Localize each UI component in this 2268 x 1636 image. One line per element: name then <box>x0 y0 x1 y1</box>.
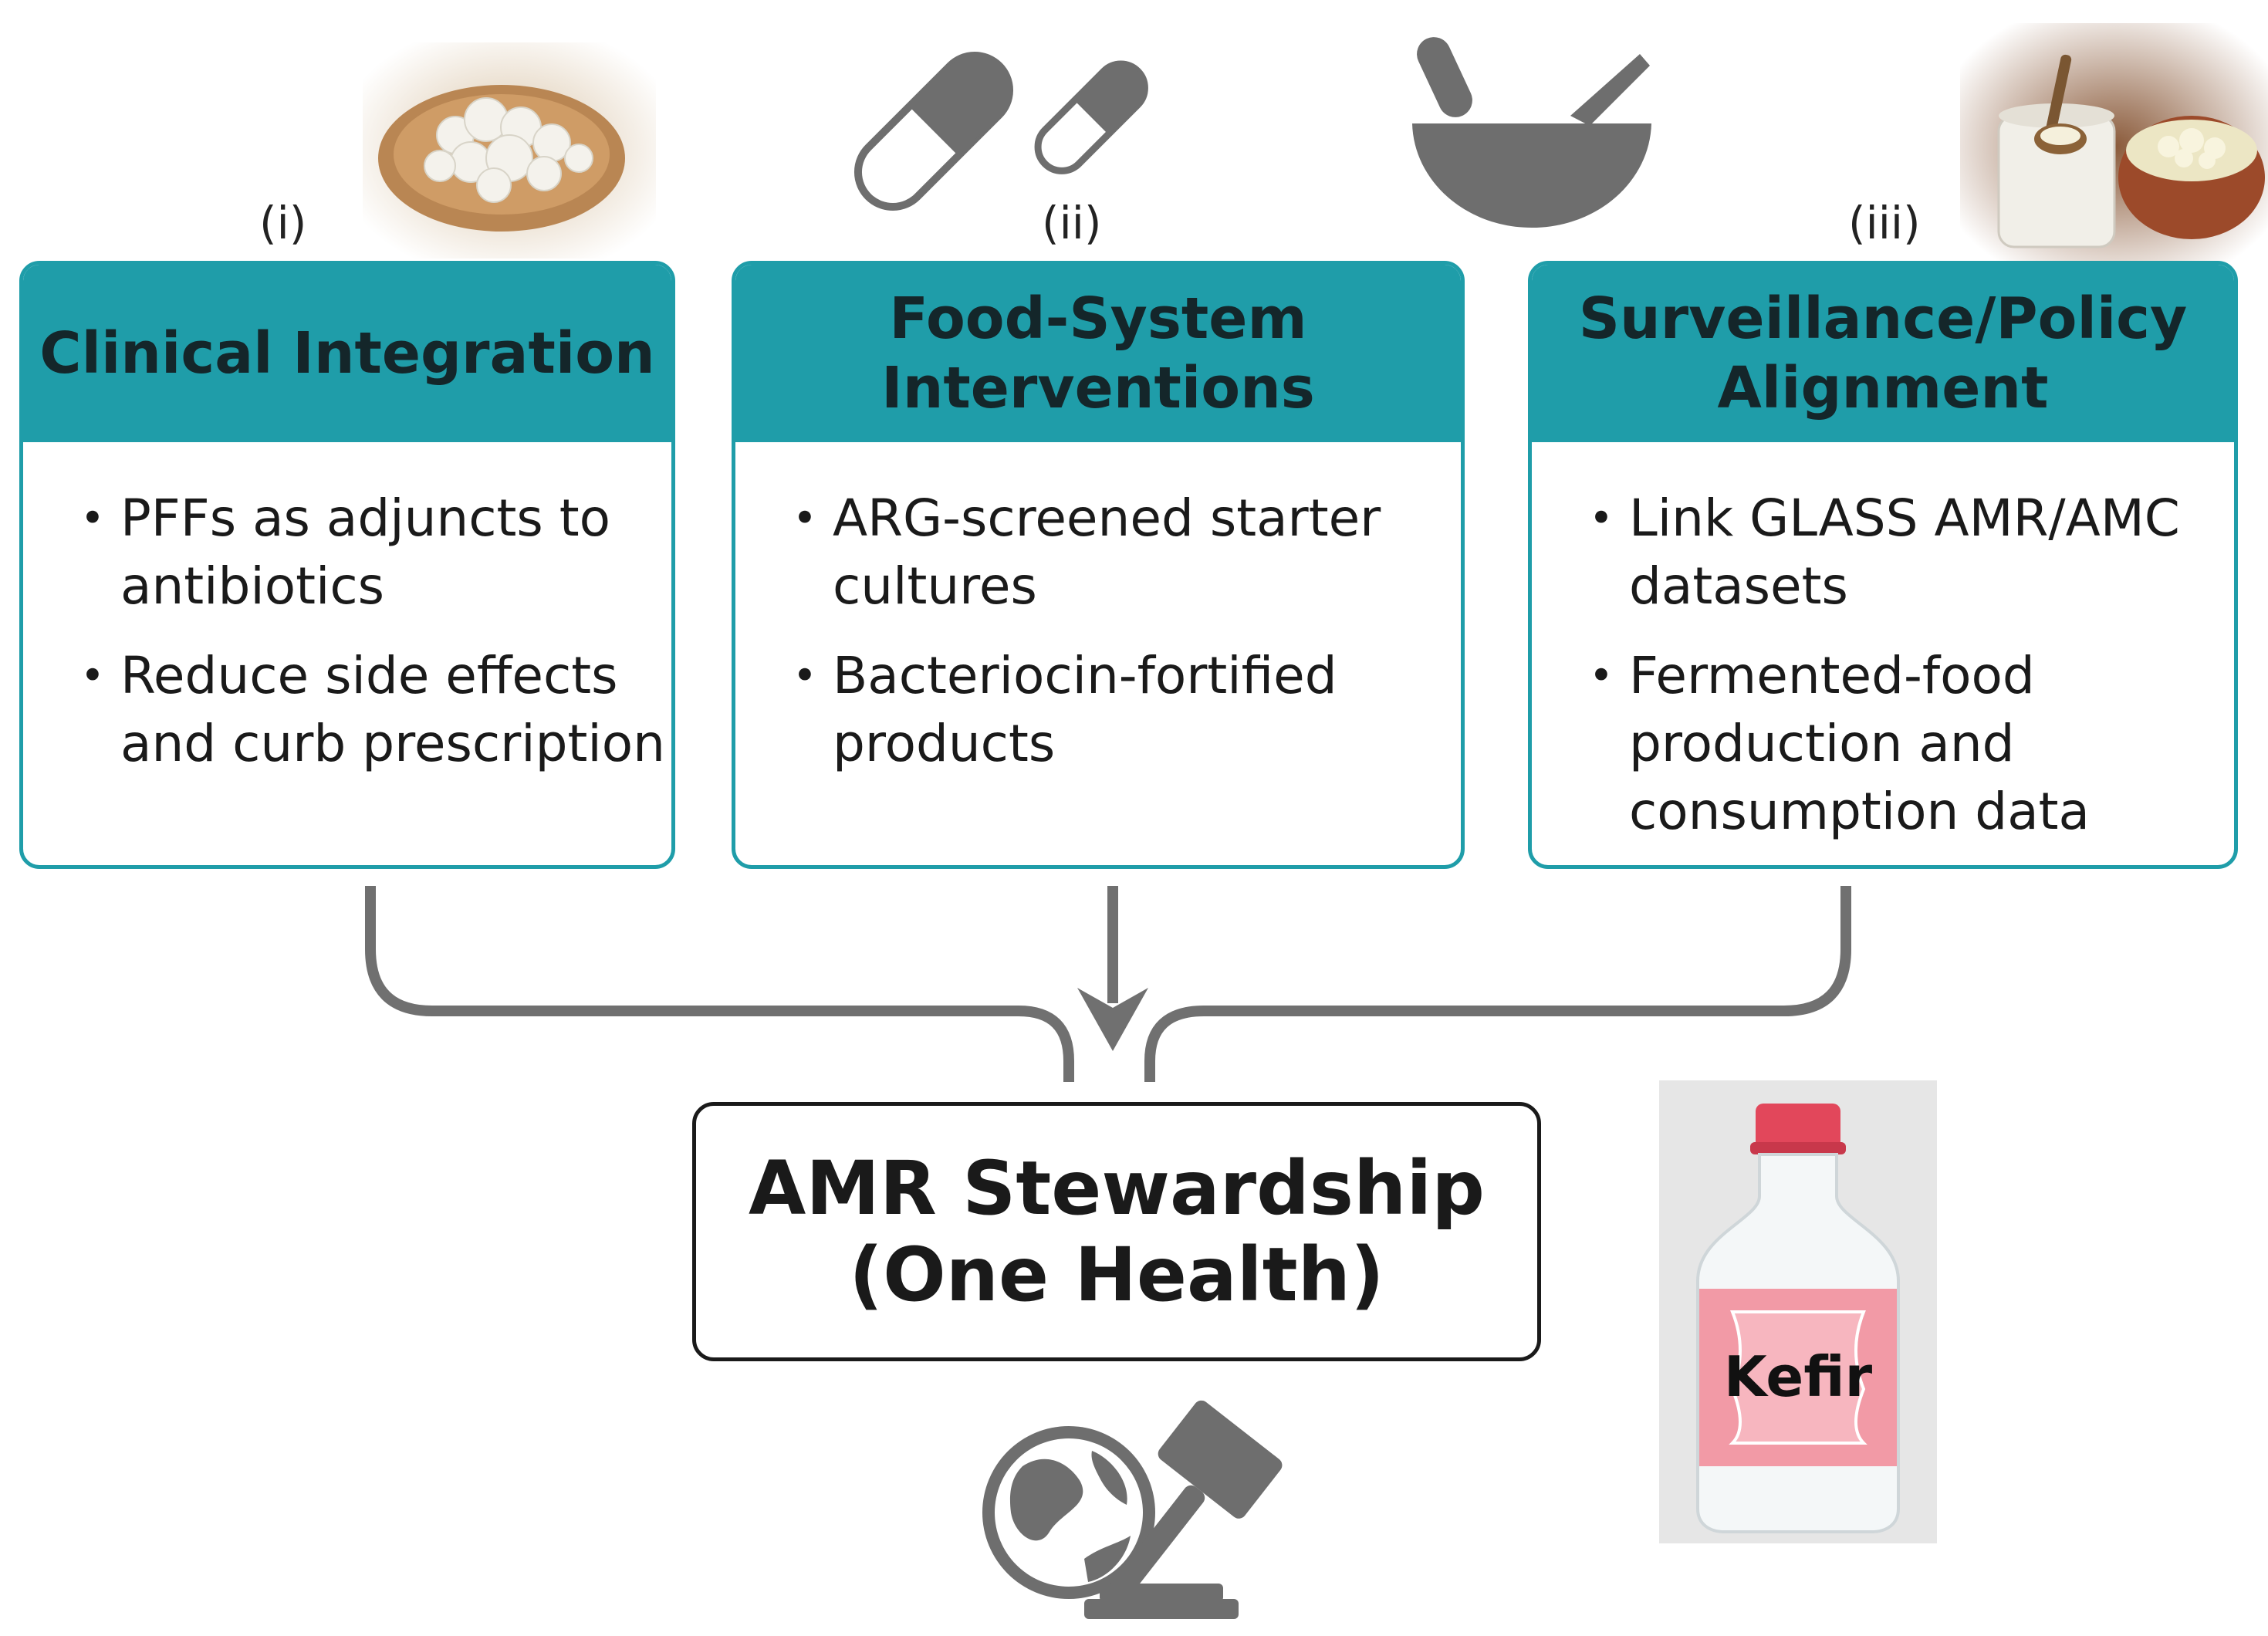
panel-title: Food-System Interventions <box>881 286 1315 421</box>
list-item: •PFFs as adjuncts to antibiotics <box>80 488 611 616</box>
label-ii: (ii) <box>1042 197 1102 249</box>
bullet-list: •Link GLASS AMR/AMC datasets •Fermented-… <box>1532 485 2234 865</box>
list-item: •Fermented-food production and consumpti… <box>1589 646 2090 841</box>
panel-title: Surveillance/Policy Alignment <box>1578 286 2188 421</box>
list-item: •Link GLASS AMR/AMC datasets <box>1589 488 2180 616</box>
bullet-list: •ARG-screened starter cultures •Bacterio… <box>735 485 1461 799</box>
label-iii: (iii) <box>1848 197 1921 249</box>
kefir-label: Kefir <box>1723 1344 1873 1409</box>
globe-gavel-icon <box>982 1400 1283 1619</box>
list-item: •Bacteriocin-fortified products <box>793 646 1337 773</box>
label-i: (i) <box>259 197 307 249</box>
list-item: •ARG-screened starter cultures <box>793 488 1381 616</box>
kefir-jar-photo-icon <box>1960 23 2268 270</box>
panel-title: Clinical Integration <box>39 320 655 387</box>
mortar-pestle-icon <box>1412 37 1651 228</box>
panel-header: Surveillance/Policy Alignment <box>1532 265 2234 442</box>
kefir-grains-spoon-icon <box>363 42 656 259</box>
list-item: •Reduce side effects and curb prescripti… <box>80 646 665 773</box>
amr-stewardship-box: AMR Stewardship (One Health) <box>692 1102 1541 1361</box>
panel-header: Clinical Integration <box>23 265 671 442</box>
capsule-icon <box>853 51 1148 211</box>
panel-header: Food-System Interventions <box>735 265 1461 442</box>
center-title: AMR Stewardship (One Health) <box>749 1145 1485 1318</box>
kefir-bottle-icon: Kefir <box>1659 1080 1937 1543</box>
panel-clinical-integration: Clinical Integration •PFFs as adjuncts t… <box>19 261 675 869</box>
bullet-list: •PFFs as adjuncts to antibiotics •Reduce… <box>23 485 671 799</box>
panel-food-system-interventions: Food-System Interventions •ARG-screened … <box>732 261 1465 869</box>
panel-surveillance-policy: Surveillance/Policy Alignment •Link GLAS… <box>1528 261 2238 869</box>
